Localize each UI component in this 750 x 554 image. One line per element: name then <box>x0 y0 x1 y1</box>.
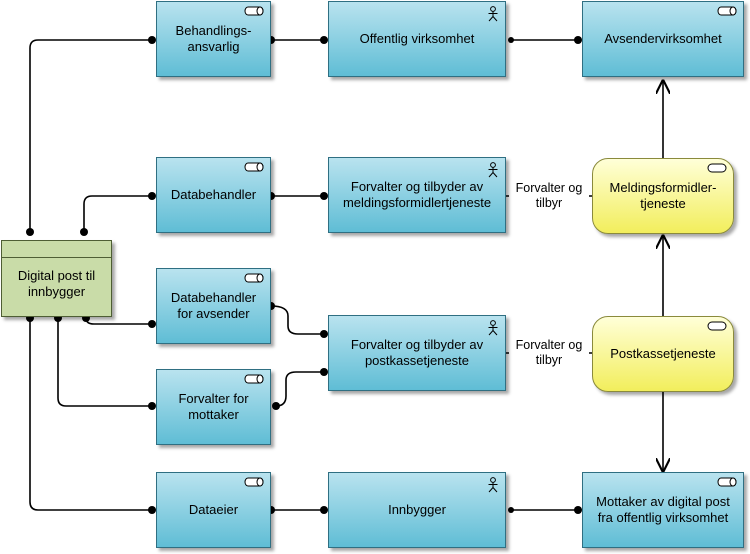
node-label: Innbygger <box>388 502 446 517</box>
connector-digitalpost-databehandler <box>83 195 152 232</box>
dot <box>320 506 328 514</box>
relation-label-forvalter-og-tilbyr: Forvalter og tilbyr <box>509 338 589 368</box>
dot <box>26 228 34 236</box>
actor-icon <box>488 162 498 178</box>
role-icon <box>244 477 264 487</box>
node-label: Digital post til innbygger <box>17 268 96 299</box>
node-label: Offentlig virksomhet <box>359 31 475 46</box>
dot <box>320 36 328 44</box>
node-digital-post[interactable]: Digital post til innbygger <box>1 240 112 317</box>
dot <box>508 507 514 513</box>
node-label: Mottaker av digital post fra offentlig v… <box>596 494 730 525</box>
connector-digitalpost-databehandler-avsender <box>85 317 152 325</box>
dot <box>80 228 88 236</box>
node-forvalter-mottaker[interactable]: Forvalter for mottaker <box>156 369 271 445</box>
dot <box>148 36 156 44</box>
dot <box>148 402 156 410</box>
service-icon <box>707 163 727 173</box>
node-label: Behandlings- ansvarlig <box>175 23 252 54</box>
dot <box>508 37 514 43</box>
actor-icon <box>488 477 498 493</box>
dot <box>574 506 582 514</box>
connector-databehandler-avsender-forvalter-pk <box>270 305 324 335</box>
object-header-band <box>2 241 111 258</box>
node-avsendervirksomhet[interactable]: Avsendervirksomhet <box>582 1 744 77</box>
node-label: Avsendervirksomhet <box>604 31 722 46</box>
role-icon <box>244 6 264 16</box>
role-icon <box>717 477 737 487</box>
connector-digitalpost-behandlingsansvarlig <box>29 39 152 232</box>
service-icon <box>707 321 727 331</box>
node-behandlingsansvarlig[interactable]: Behandlings- ansvarlig <box>156 1 271 77</box>
node-databehandler-avsender[interactable]: Databehandler for avsender <box>156 268 271 344</box>
node-label: Forvalter for mottaker <box>178 391 249 422</box>
node-forvalter-meldingsformidler[interactable]: Forvalter og tilbyder av meldingsformidl… <box>328 157 506 233</box>
node-innbygger[interactable]: Innbygger <box>328 472 506 548</box>
node-databehandler[interactable]: Databehandler <box>156 157 271 233</box>
actor-icon <box>488 320 498 336</box>
node-dataeier[interactable]: Dataeier <box>156 472 271 548</box>
connector-forvalter-mottaker-forvalter-pk <box>275 371 324 407</box>
node-label: Postkassetjeneste <box>610 346 716 361</box>
node-mottaker-digital-post[interactable]: Mottaker av digital post fra offentlig v… <box>582 472 744 548</box>
node-offentlig-virksomhet[interactable]: Offentlig virksomhet <box>328 1 506 77</box>
connector-digitalpost-dataeier <box>29 318 152 511</box>
node-label: Forvalter og tilbyder av postkassetjenes… <box>350 337 484 368</box>
node-label: Meldingsformidler- tjeneste <box>609 180 717 211</box>
node-forvalter-postkasse[interactable]: Forvalter og tilbyder av postkassetjenes… <box>328 315 506 391</box>
role-icon <box>244 273 264 283</box>
dot <box>320 192 328 200</box>
node-postkassetjeneste[interactable]: Postkassetjeneste <box>592 316 734 392</box>
node-meldingsformidlertjeneste[interactable]: Meldingsformidler- tjeneste <box>592 158 734 234</box>
node-label: Forvalter og tilbyder av meldingsformidl… <box>342 179 492 210</box>
dot <box>272 402 280 410</box>
connector-digitalpost-forvalter-mottaker <box>57 318 152 407</box>
node-label: Databehandler <box>170 187 257 202</box>
dot <box>148 320 156 328</box>
role-icon <box>244 162 264 172</box>
actor-icon <box>488 6 498 22</box>
dot <box>320 368 328 376</box>
dot <box>148 192 156 200</box>
relation-label-forvalter-og-tilbyr: Forvalter og tilbyr <box>509 181 589 211</box>
dot <box>574 36 582 44</box>
role-icon <box>244 374 264 384</box>
dot <box>148 506 156 514</box>
role-icon <box>717 6 737 16</box>
node-label: Databehandler for avsender <box>170 290 257 321</box>
dot <box>320 330 328 338</box>
node-label: Dataeier <box>188 502 239 517</box>
